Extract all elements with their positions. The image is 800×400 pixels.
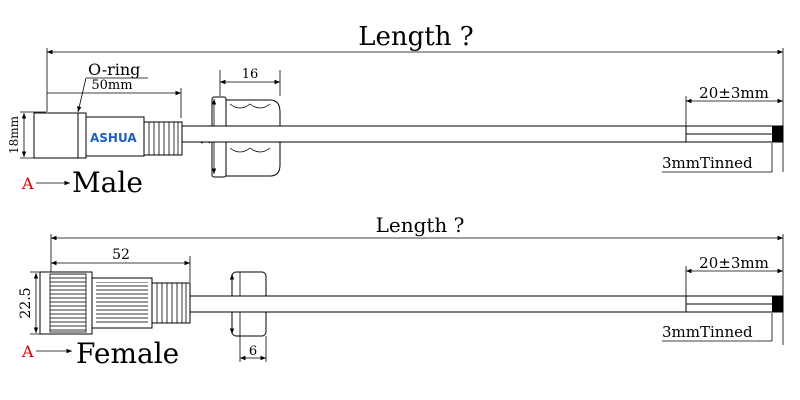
male-wire-1 [685, 125, 784, 135]
female-thread [49, 273, 87, 333]
female-wire-tip-2 [772, 304, 783, 312]
oring-leader [77, 77, 87, 113]
male-wire-tip-1 [772, 126, 783, 134]
female-assembly: Length ? 52 22.5 23 [18, 213, 784, 370]
male-wire-2 [685, 133, 784, 143]
oring-label: O-ring [88, 60, 140, 79]
female-wire-tip-1 [772, 296, 783, 304]
male-16-label: 16 [242, 67, 259, 82]
male-pin-head [33, 112, 81, 159]
male-nut-shade-top [229, 103, 271, 109]
female-gender-label: Female [76, 337, 179, 370]
female-grip [151, 282, 191, 324]
male-grip-ridges [148, 122, 179, 155]
female-6-label: 6 [249, 344, 257, 359]
female-cable [189, 295, 773, 313]
male-oring [77, 112, 87, 159]
female-52-label: 52 [112, 247, 130, 263]
female-view-marker: A [21, 342, 34, 361]
female-22-label: 22.5 [18, 287, 34, 318]
male-18-label: 18mm [7, 115, 21, 154]
male-view-marker: A [21, 174, 34, 193]
male-50-label: 50mm [91, 78, 132, 93]
male-length-label: Length ? [358, 22, 473, 52]
female-tinned-label: 3mmTinned [662, 323, 753, 341]
female-strip-label: 20±3mm [699, 254, 769, 272]
male-strip-label: 20±3mm [699, 84, 769, 102]
male-tinned-label: 3mmTinned [662, 154, 753, 172]
male-grip [143, 121, 183, 156]
male-assembly: Length ? 50mm O-ring 18mm ASHUA [7, 22, 784, 199]
male-cable [181, 125, 773, 143]
female-wire-2 [685, 303, 784, 313]
brand-logo: ASHUA [90, 131, 137, 145]
female-body-thread [96, 282, 148, 324]
female-length-label: Length ? [376, 213, 465, 237]
female-grip-ridges [156, 283, 187, 323]
male-wire-tip-2 [772, 134, 783, 142]
male-gender-label: Male [72, 166, 143, 199]
male-nut-shade-bottom [229, 147, 271, 153]
female-wire-1 [685, 295, 784, 305]
